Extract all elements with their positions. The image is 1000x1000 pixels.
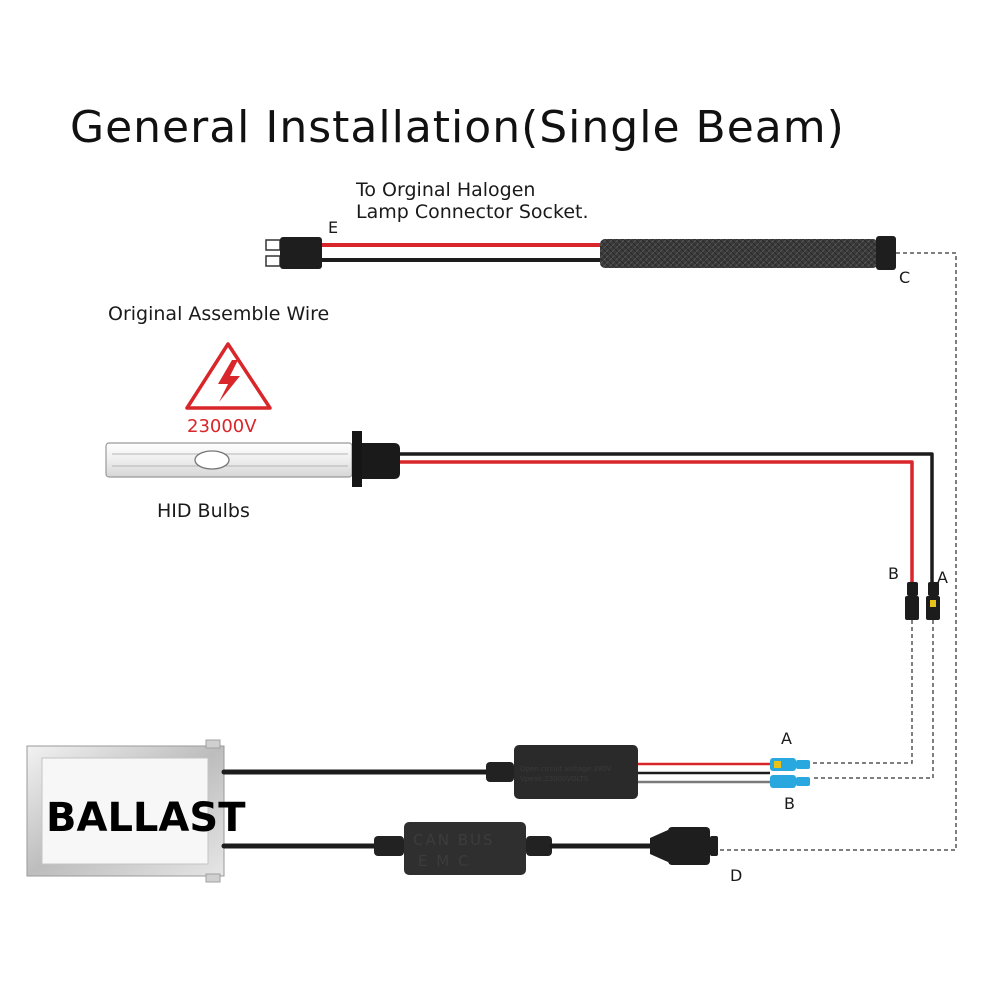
hid-bulb xyxy=(105,431,400,487)
voltage-label: 23000V xyxy=(187,416,257,437)
high-voltage-warning: 23000V xyxy=(185,342,272,437)
hid-bulbs-label: HID Bulbs xyxy=(157,500,250,522)
module-label-line1: Open circuit voltage:380V xyxy=(520,765,612,773)
module-label-line2: Vpeak:23000VOLTS xyxy=(520,775,589,783)
connector-a-top xyxy=(926,582,940,620)
spade-terminal-bottom xyxy=(265,255,281,267)
warning-triangle-icon xyxy=(185,342,272,410)
connector-label-a-top: A xyxy=(937,568,948,587)
canbus-label-line2: E M C xyxy=(418,852,470,870)
page-title: General Installation(Single Beam) xyxy=(70,102,845,153)
dashed-link-c-d xyxy=(716,252,957,851)
ballast-tab-bottom-right xyxy=(205,873,221,883)
halogen-label-line1: To Orginal Halogen xyxy=(355,179,535,201)
canbus-label-line1: CAN BUS xyxy=(413,831,495,849)
canbus-box xyxy=(404,822,526,875)
voltage-module: Open circuit voltage:380V Vpeak:23000VOL… xyxy=(514,745,638,799)
connector-label-e: E xyxy=(328,218,338,237)
ballast-label: BALLAST xyxy=(46,795,246,841)
connector-label-c: C xyxy=(899,268,910,287)
module-box xyxy=(514,745,638,799)
bulb-base-collar xyxy=(352,431,362,487)
dashed-link-a xyxy=(812,620,934,779)
halogen-harness xyxy=(265,236,896,270)
assemble-wire-label: Original Assemble Wire xyxy=(108,303,329,325)
lower-cable-strain-relief-left xyxy=(374,836,404,856)
connector-d-plug xyxy=(650,827,718,865)
connector-b-top xyxy=(905,582,919,620)
connector-b-bottom xyxy=(770,775,810,788)
canbus-module: CAN BUS E M C xyxy=(404,822,526,875)
ballast-tab-top-right xyxy=(205,739,221,749)
spade-terminal-top xyxy=(265,239,281,251)
bulb-arc-capsule xyxy=(194,450,230,470)
bulb-base xyxy=(362,443,400,479)
upper-cable-strain-relief xyxy=(486,762,514,782)
ballast-panel xyxy=(41,757,209,865)
braided-sleeve xyxy=(600,239,878,268)
connector-label-b-top: B xyxy=(888,564,899,583)
bulb-red-wire xyxy=(400,460,914,582)
dashed-link-b xyxy=(812,620,913,764)
terminal-housing xyxy=(280,237,322,269)
connector-c-plug xyxy=(876,236,896,270)
halogen-label-line2: Lamp Connector Socket. xyxy=(356,201,589,223)
bulb-black-wire xyxy=(400,452,934,582)
lightning-bolt-icon xyxy=(218,360,240,402)
connector-label-a-bottom: A xyxy=(781,729,792,748)
ballast-unit: BALLAST xyxy=(26,739,246,883)
connector-label-b-bottom: B xyxy=(784,794,795,813)
connector-a-bottom xyxy=(770,758,810,771)
lower-cable-strain-relief-right xyxy=(526,836,552,856)
connector-label-d: D xyxy=(730,866,742,885)
